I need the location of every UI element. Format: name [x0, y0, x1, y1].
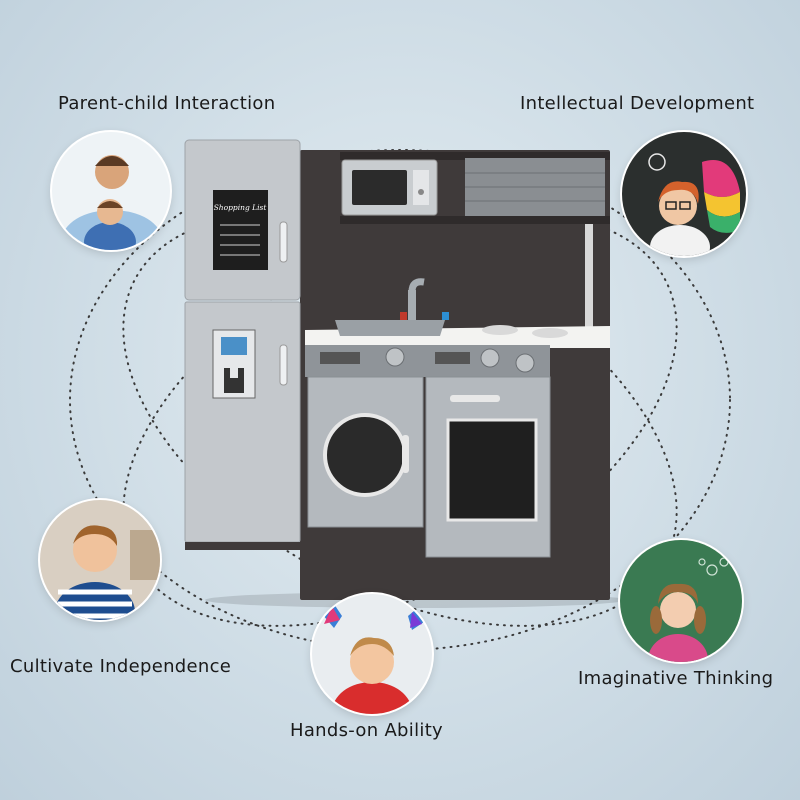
play-kitchen-image: Shopping List [184, 139, 620, 608]
shopping-list-text: Shopping List [214, 203, 268, 212]
hands-on-label: Hands-on Ability [290, 720, 444, 741]
parent-child-photo [52, 132, 170, 250]
independence-label: Cultivate Independence [10, 656, 232, 677]
intellectual-photo [622, 132, 746, 256]
imaginative-photo [620, 540, 742, 662]
imaginative-label: Imaginative Thinking [578, 668, 774, 689]
hands-on-photo [312, 594, 432, 714]
independence-photo [40, 500, 160, 620]
parent-child-label: Parent-child Interaction [58, 93, 276, 114]
intellectual-label: Intellectual Development [520, 93, 755, 114]
